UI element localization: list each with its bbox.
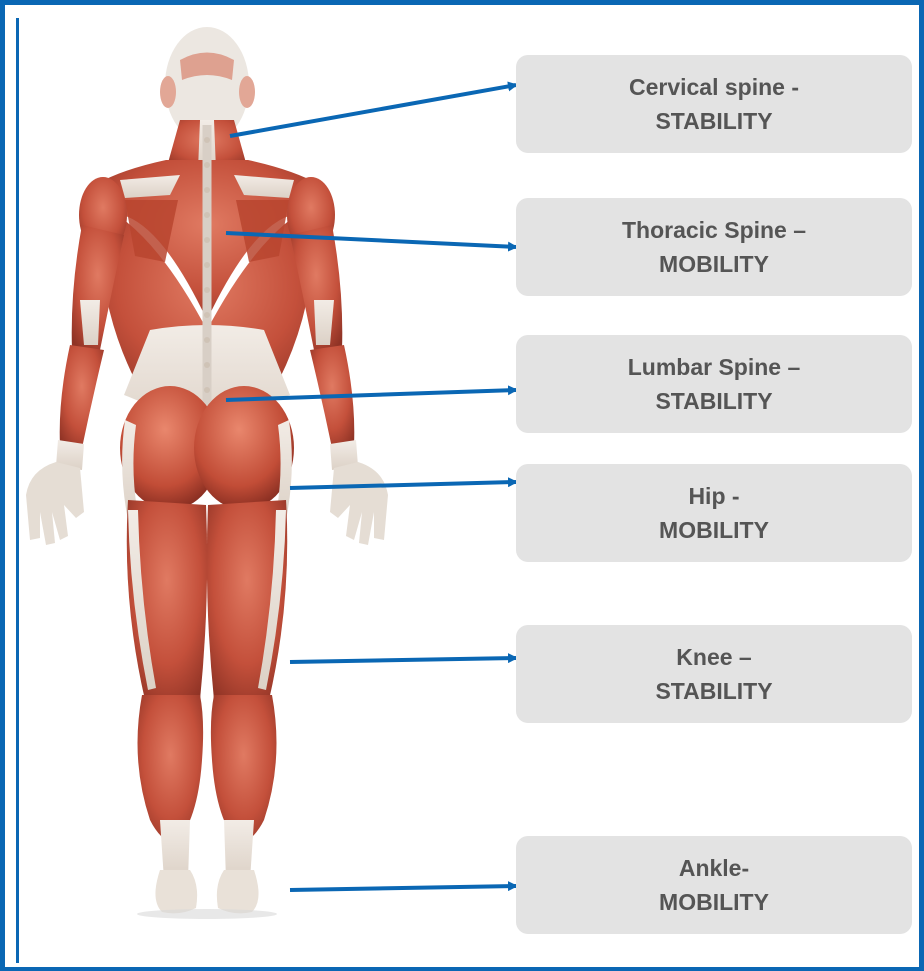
label-lumbar-spine: Lumbar Spine – STABILITY (516, 335, 912, 433)
ear-right (239, 76, 255, 108)
label-ankle-property: MOBILITY (659, 885, 769, 919)
label-cervical-spine: Cervical spine - STABILITY (516, 55, 912, 153)
label-thoracic-region: Thoracic Spine – (622, 213, 806, 247)
forearm-left (60, 345, 104, 448)
label-ankle-region: Ankle- (679, 851, 749, 885)
hand-right (330, 462, 388, 545)
label-cervical-property: STABILITY (655, 104, 772, 138)
label-thoracic-spine: Thoracic Spine – MOBILITY (516, 198, 912, 296)
label-ankle: Ankle- MOBILITY (516, 836, 912, 934)
foot-left (155, 870, 197, 913)
glute-right (194, 386, 294, 510)
label-cervical-region: Cervical spine - (629, 70, 799, 104)
floor-shadow (137, 909, 277, 919)
label-knee-property: STABILITY (655, 674, 772, 708)
forearm-right (310, 345, 354, 448)
label-hip-property: MOBILITY (659, 513, 769, 547)
label-thoracic-property: MOBILITY (659, 247, 769, 281)
hand-left (26, 462, 84, 545)
label-hip: Hip - MOBILITY (516, 464, 912, 562)
label-lumbar-property: STABILITY (655, 384, 772, 418)
ear-left (160, 76, 176, 108)
label-knee-region: Knee – (676, 640, 751, 674)
label-lumbar-region: Lumbar Spine – (628, 350, 801, 384)
label-knee: Knee – STABILITY (516, 625, 912, 723)
foot-right (217, 870, 259, 913)
label-hip-region: Hip - (688, 479, 739, 513)
